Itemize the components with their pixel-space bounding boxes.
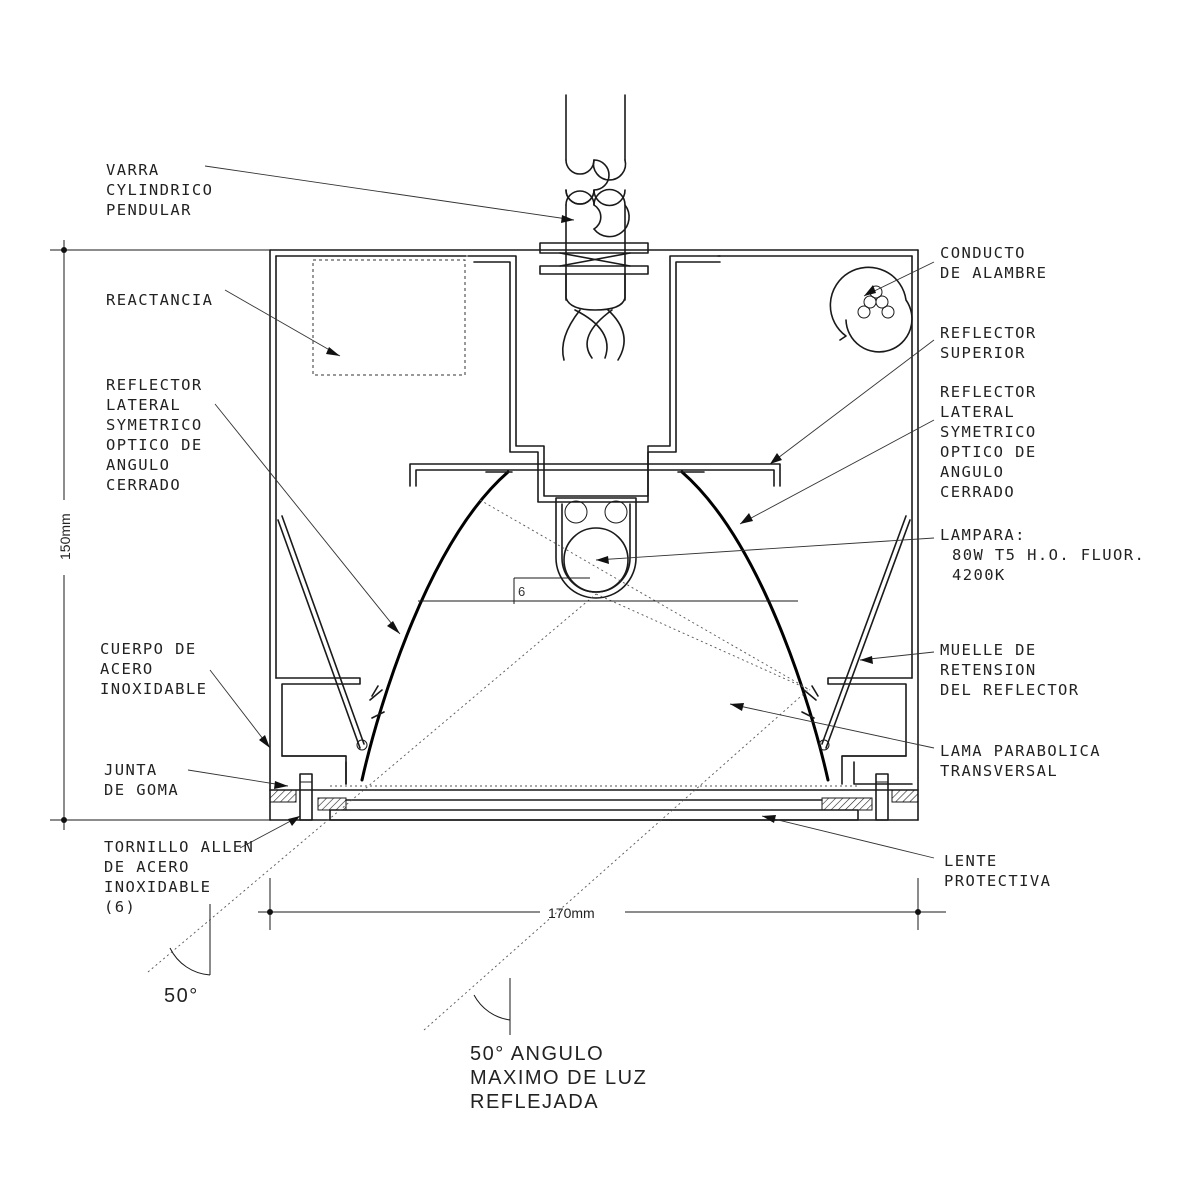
label-lama: LAMA PARABOLICA TRANSVERSAL	[940, 742, 1101, 780]
svg-text:4200K: 4200K	[952, 566, 1006, 584]
svg-text:CUERPO DE: CUERPO DE	[100, 640, 197, 658]
label-conducto: CONDUCTO DE ALAMBRE	[940, 244, 1047, 282]
svg-text:SYMETRICO: SYMETRICO	[106, 416, 203, 434]
svg-text:INOXIDABLE: INOXIDABLE	[104, 878, 211, 896]
housing-body	[269, 249, 919, 821]
svg-text:REFLECTOR: REFLECTOR	[940, 383, 1037, 401]
svg-text:TORNILLO ALLEN: TORNILLO ALLEN	[104, 838, 254, 856]
svg-text:OPTICO DE: OPTICO DE	[940, 443, 1037, 461]
label-junta: JUNTA DE GOMA	[104, 761, 179, 799]
label-reflector-superior: REFLECTOR SUPERIOR	[940, 324, 1037, 362]
svg-text:TRANSVERSAL: TRANSVERSAL	[940, 762, 1058, 780]
svg-text:LENTE: LENTE	[944, 852, 998, 870]
svg-text:REFLECTOR: REFLECTOR	[106, 376, 203, 394]
svg-text:MUELLE DE: MUELLE DE	[940, 641, 1037, 659]
svg-text:ACERO: ACERO	[100, 660, 154, 678]
width-dimension	[258, 878, 946, 930]
svg-text:LAMPARA:: LAMPARA:	[940, 526, 1026, 544]
angle-marker-left	[169, 904, 211, 976]
svg-text:DEL REFLECTOR: DEL REFLECTOR	[940, 681, 1080, 699]
svg-text:RETENSION: RETENSION	[940, 661, 1037, 679]
reflector-left	[360, 470, 510, 782]
svg-text:JUNTA: JUNTA	[104, 761, 158, 779]
upper-reflector	[409, 463, 781, 487]
svg-text:INOXIDABLE: INOXIDABLE	[100, 680, 207, 698]
reflector-right	[680, 470, 830, 782]
cutoff-angle-label: 50°	[164, 985, 199, 1007]
label-reactancia: REACTANCIA	[106, 291, 213, 309]
svg-text:CERRADO: CERRADO	[106, 476, 181, 494]
svg-text:ANGULO: ANGULO	[940, 463, 1004, 481]
rod-clamp	[539, 242, 649, 361]
svg-text:REFLEJADA: REFLEJADA	[470, 1091, 599, 1113]
suspension-rod	[565, 94, 630, 301]
svg-text:DE ALAMBRE: DE ALAMBRE	[940, 264, 1047, 282]
height-dimension-label: 150mm	[57, 513, 73, 560]
label-cuerpo: CUERPO DE ACERO INOXIDABLE	[100, 640, 207, 698]
svg-text:REFLECTOR: REFLECTOR	[940, 324, 1037, 342]
label-muelle: MUELLE DE RETENSION DEL REFLECTOR	[940, 641, 1080, 699]
svg-text:SYMETRICO: SYMETRICO	[940, 423, 1037, 441]
angle-caption: 50° ANGULO MAXIMO DE LUZ REFLEJADA	[470, 1043, 647, 1113]
svg-text:PROTECTIVA: PROTECTIVA	[944, 872, 1051, 890]
svg-text:MAXIMO DE LUZ: MAXIMO DE LUZ	[470, 1067, 647, 1089]
lens-assembly	[269, 773, 919, 821]
svg-text:CONDUCTO: CONDUCTO	[940, 244, 1026, 262]
svg-text:VARRA: VARRA	[106, 161, 160, 179]
lamp-tube	[555, 497, 637, 599]
angle-marker-right	[473, 978, 511, 1035]
svg-text:CYLINDRICO: CYLINDRICO	[106, 181, 213, 199]
svg-text:CERRADO: CERRADO	[940, 483, 1015, 501]
svg-text:LATERAL: LATERAL	[940, 403, 1015, 421]
svg-text:(6): (6)	[104, 898, 136, 916]
label-reflector-lateral-right: REFLECTOR LATERAL SYMETRICO OPTICO DE AN…	[940, 383, 1037, 501]
leader-lines	[187, 165, 935, 859]
svg-text:OPTICO DE: OPTICO DE	[106, 436, 203, 454]
svg-text:SUPERIOR: SUPERIOR	[940, 344, 1026, 362]
label-reflector-lateral-left: REFLECTOR LATERAL SYMETRICO OPTICO DE AN…	[106, 376, 203, 494]
label-lampara: LAMPARA: 80W T5 H.O. FLUOR. 4200K	[940, 526, 1145, 584]
side-springs	[277, 515, 911, 751]
svg-text:DE GOMA: DE GOMA	[104, 781, 179, 799]
lamp-holder	[467, 255, 721, 503]
svg-text:80W T5 H.O. FLUOR.: 80W T5 H.O. FLUOR.	[952, 546, 1145, 564]
svg-text:50° ANGULO: 50° ANGULO	[470, 1043, 604, 1065]
svg-text:DE ACERO: DE ACERO	[104, 858, 190, 876]
ballast-outline	[312, 259, 466, 376]
label-tornillo: TORNILLO ALLEN DE ACERO INOXIDABLE (6)	[104, 838, 254, 916]
svg-text:LATERAL: LATERAL	[106, 396, 181, 414]
svg-text:ANGULO: ANGULO	[106, 456, 170, 474]
lower-brackets	[275, 677, 913, 785]
light-ray-lines	[147, 499, 811, 1031]
offset-dimension-label: 6	[518, 584, 525, 599]
svg-text:PENDULAR: PENDULAR	[106, 201, 192, 219]
wire-conduit	[829, 266, 913, 353]
label-lente: LENTE PROTECTIVA	[944, 852, 1051, 890]
height-dimension	[50, 240, 270, 830]
width-dimension-label: 170mm	[548, 905, 595, 921]
svg-text:LAMA PARABOLICA: LAMA PARABOLICA	[940, 742, 1101, 760]
label-varra: VARRA CYLINDRICO PENDULAR	[106, 161, 213, 219]
